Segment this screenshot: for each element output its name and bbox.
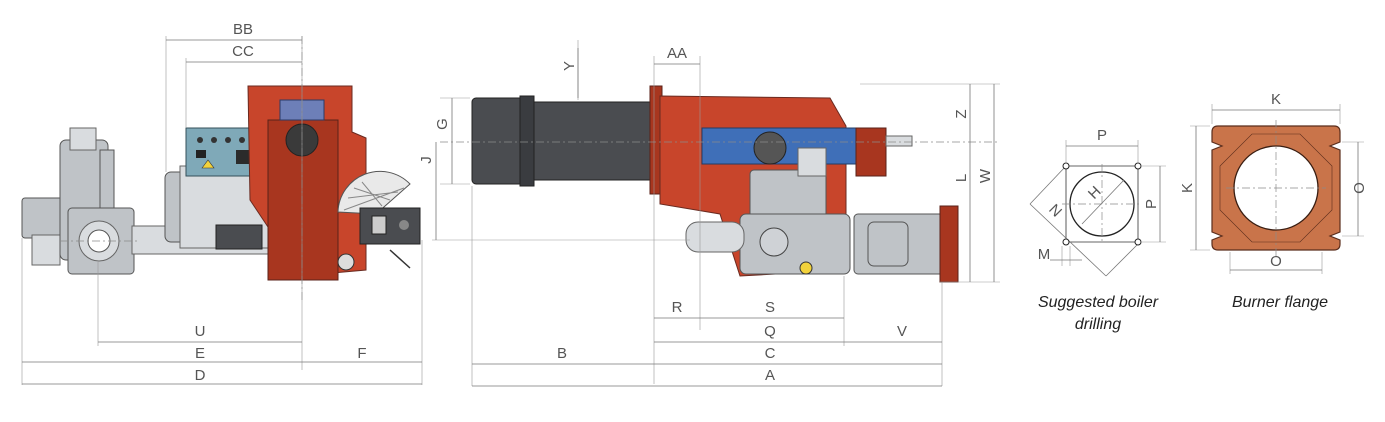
- dim-label-e: E: [195, 345, 205, 362]
- dim-label-o-side: O: [1350, 182, 1367, 194]
- caption-burner-flange: Burner flange: [1232, 294, 1328, 311]
- dim-label-o-bottom: O: [1270, 253, 1282, 270]
- boiler-drilling-diagram: P P H N M Suggested boiler drilling: [1029, 127, 1166, 333]
- dim-label-j: J: [418, 156, 435, 164]
- dim-label-f: F: [357, 345, 366, 362]
- dim-label-g: G: [434, 118, 451, 130]
- burner-housing-red: [247, 85, 367, 281]
- dim-label-w: W: [977, 168, 994, 183]
- dim-label-c: C: [765, 345, 776, 362]
- blast-tube: [471, 95, 655, 187]
- dim-label-b: B: [557, 345, 567, 362]
- dim-label-r: R: [672, 299, 683, 316]
- dim-label-a: A: [765, 367, 775, 384]
- burner-side-view: Y AA G J Z L W R S Q V B C A: [418, 40, 1000, 387]
- dim-label-v: V: [897, 323, 907, 340]
- burner-front-view: BB CC U E F D: [21, 21, 423, 385]
- gas-valve-assembly: [685, 147, 959, 283]
- dim-label-y: Y: [561, 61, 578, 71]
- dim-label-cc: CC: [232, 43, 254, 60]
- dim-label-l: L: [953, 174, 970, 182]
- dim-label-k-top: K: [1271, 91, 1281, 108]
- air-damper: [337, 170, 421, 271]
- dim-label-k-side: K: [1179, 183, 1196, 193]
- dim-label-m: M: [1038, 246, 1051, 263]
- dim-label-q: Q: [764, 323, 776, 340]
- dim-label-bb: BB: [233, 21, 253, 38]
- gas-train-left: [21, 127, 273, 275]
- dim-label-u: U: [195, 323, 206, 340]
- dim-label-aa: AA: [667, 45, 687, 62]
- dim-label-z: Z: [953, 109, 970, 118]
- dim-label-p-top: P: [1097, 127, 1107, 144]
- dim-label-d: D: [195, 367, 206, 384]
- dim-label-s: S: [765, 299, 775, 316]
- burner-flange-diagram: K K O O Burner flange: [1179, 91, 1367, 311]
- caption-boiler-drilling-line2: drilling: [1075, 316, 1121, 333]
- dim-label-p-side: P: [1143, 199, 1160, 209]
- caption-boiler-drilling-line1: Suggested boiler: [1038, 294, 1159, 311]
